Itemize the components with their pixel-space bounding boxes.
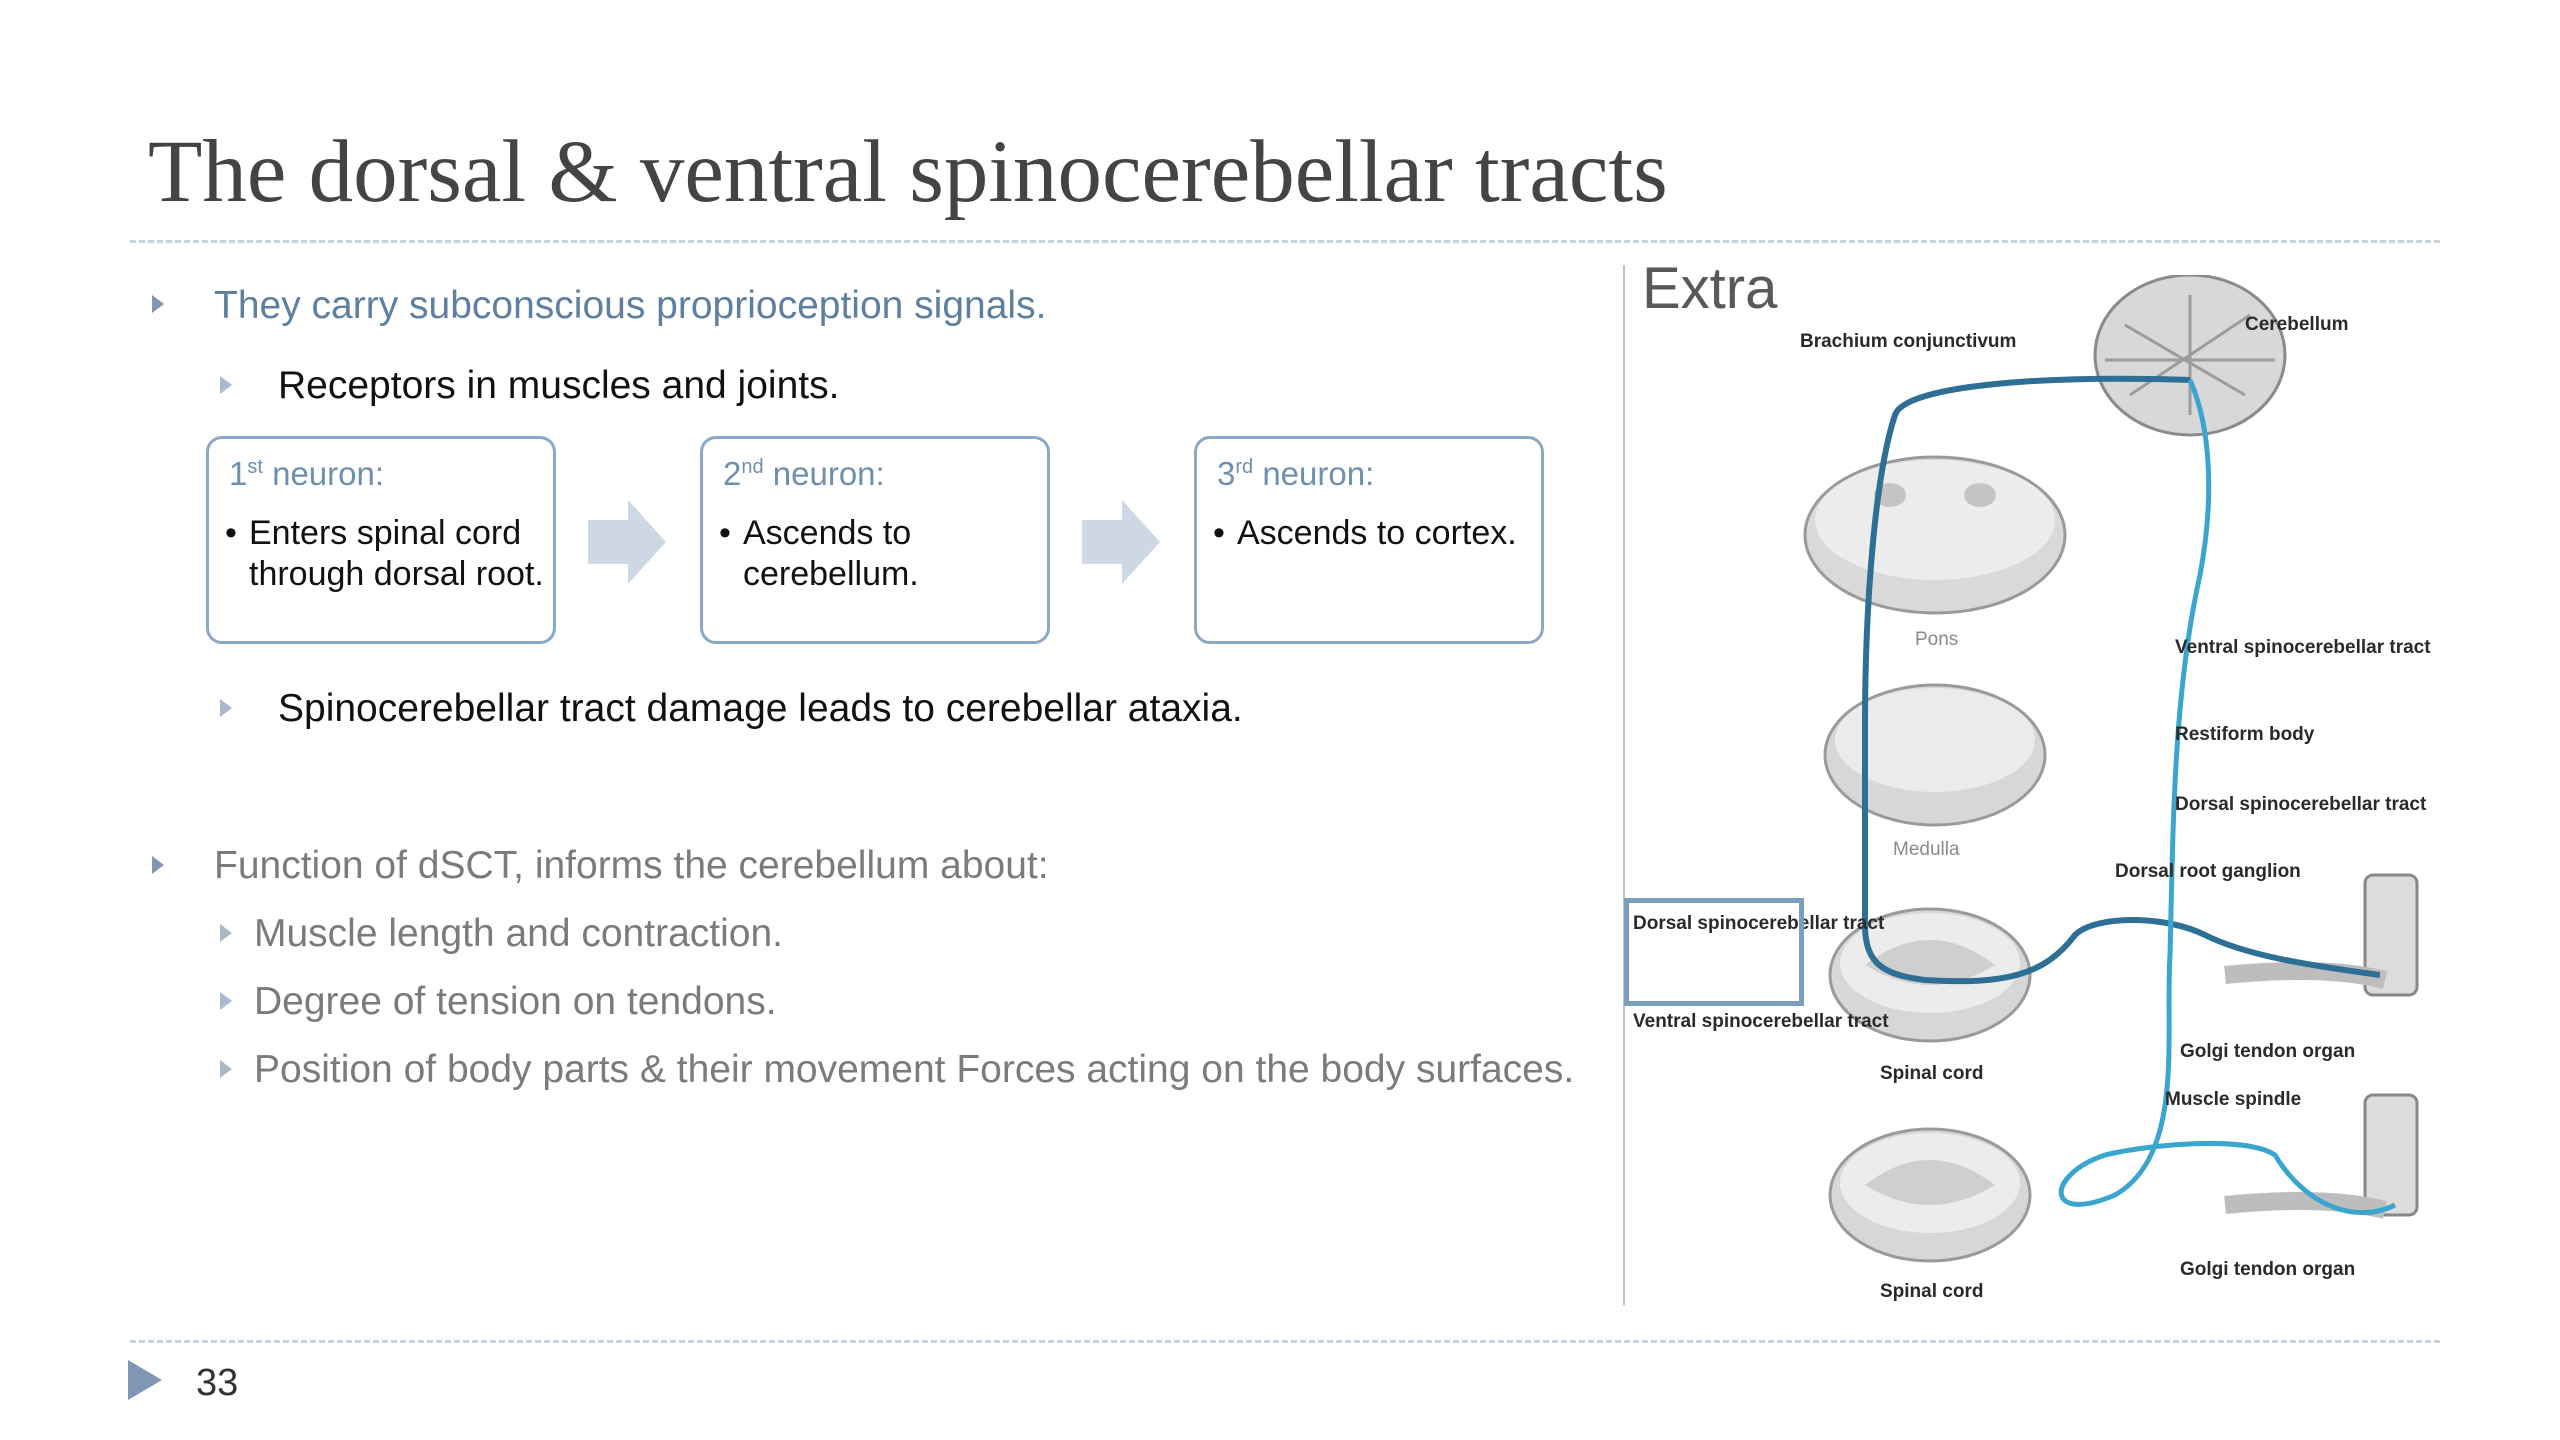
- footer-triangle-icon: [128, 1360, 162, 1400]
- sub-bullet-ataxia: Spinocerebellar tract damage leads to ce…: [278, 687, 1243, 730]
- page-number: 33: [196, 1362, 239, 1404]
- dsct-item-position: Position of body parts & their movement …: [254, 1048, 1575, 1091]
- label-ventral-tract: Ventral spinocerebellar tract: [2175, 637, 2431, 658]
- spinal-cord-upper-illustration: [1828, 907, 2032, 1043]
- bullet-proprioception: They carry subconscious proprioception s…: [214, 284, 1047, 327]
- extra-label: Extra: [1642, 256, 1778, 321]
- sub-bullet-arrow-icon: [220, 992, 232, 1010]
- title-divider: [130, 240, 2440, 243]
- column-divider: [1623, 265, 1625, 1305]
- label-restiform: Restiform body: [2175, 724, 2315, 745]
- label-dorsal-tract: Dorsal spinocerebellar tract: [2175, 794, 2427, 815]
- footer-divider: [130, 1340, 2440, 1343]
- neuron-box-2: 2nd neuron: •Ascends to cerebellum.: [700, 436, 1050, 644]
- flow-arrow-icon: [1082, 500, 1160, 584]
- sub-bullet-receptors: Receptors in muscles and joints.: [278, 364, 840, 407]
- neuron-box-3-body: •Ascends to cortex.: [1213, 514, 1517, 552]
- sub-bullet-arrow-icon: [220, 1060, 232, 1078]
- dorsal-tract-highlight-box: [1624, 898, 1804, 1006]
- ventral-tract-pathway: [2058, 378, 2397, 1216]
- label-brachium: Brachium conjunctivum: [1800, 331, 2016, 352]
- dorsal-tract-pathway: [1862, 375, 2381, 985]
- neuron-box-1-heading: 1st neuron:: [229, 455, 385, 492]
- muscle-tendon-upper-illustration: [2224, 873, 2419, 997]
- label-drg: Dorsal root ganglion: [2115, 861, 2301, 882]
- label-golgi-2: Golgi tendon organ: [2180, 1259, 2355, 1280]
- label-cerebellum: Cerebellum: [2245, 314, 2348, 335]
- neuron-box-2-body: •Ascends to cerebellum.: [719, 514, 919, 593]
- pons-illustration: [1803, 455, 2067, 615]
- muscle-tendon-lower-illustration: [2224, 1093, 2419, 1219]
- bullet-arrow-icon: [152, 856, 164, 874]
- label-spinal-cord-1: Spinal cord: [1880, 1063, 1983, 1084]
- sub-bullet-arrow-icon: [220, 924, 232, 942]
- neuron-box-2-heading: 2nd neuron:: [723, 455, 885, 492]
- bullet-dsct-function: Function of dSCT, informs the cerebellum…: [214, 844, 1049, 887]
- bullet-arrow-icon: [152, 295, 164, 313]
- neuron-box-3-heading: 3rd neuron:: [1217, 455, 1375, 492]
- spinal-cord-lower-illustration: [1828, 1127, 2032, 1263]
- label-dorsal-sct-left: Dorsal spinocerebellar tract: [1633, 913, 1885, 934]
- sub-bullet-arrow-icon: [220, 699, 232, 717]
- neuron-box-1: 1st neuron: •Enters spinal cord through …: [206, 436, 556, 644]
- dsct-item-tension: Degree of tension on tendons.: [254, 980, 777, 1023]
- label-muscle-spindle: Muscle spindle: [2165, 1089, 2301, 1110]
- flow-arrow-icon: [588, 500, 666, 584]
- label-ventral-sct-left: Ventral spinocerebellar tract: [1633, 1011, 1889, 1032]
- label-medulla: Medulla: [1893, 839, 1960, 860]
- label-pons: Pons: [1915, 629, 1958, 650]
- label-spinal-cord-2: Spinal cord: [1880, 1281, 1983, 1302]
- slide-title: The dorsal & ventral spinocerebellar tra…: [148, 123, 1668, 221]
- neuron-box-1-body: •Enters spinal cord through dorsal root.: [225, 514, 544, 593]
- sub-bullet-arrow-icon: [220, 376, 232, 394]
- cerebellum-illustration: [2093, 275, 2287, 437]
- spinocerebellar-pathway-diagram: Brachium conjunctivum Cerebellum Pons Ve…: [1633, 275, 2431, 1302]
- dsct-item-muscle-length: Muscle length and contraction.: [254, 912, 783, 955]
- neuron-box-3: 3rd neuron: •Ascends to cortex.: [1194, 436, 1544, 644]
- label-golgi-1: Golgi tendon organ: [2180, 1041, 2355, 1062]
- medulla-illustration: [1823, 683, 2047, 827]
